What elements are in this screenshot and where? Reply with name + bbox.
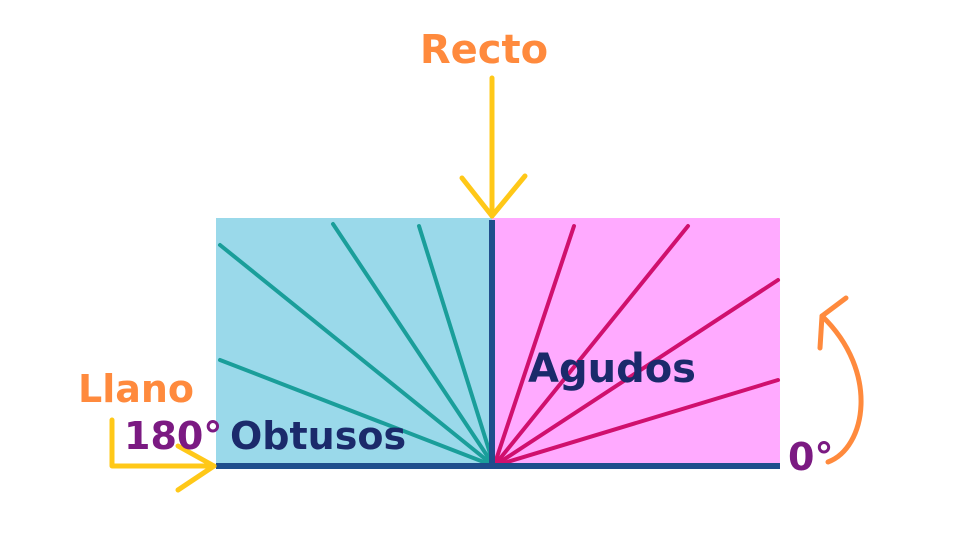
acute-ray: [492, 224, 690, 468]
acute-region: [492, 218, 780, 468]
obtuse-rays: [218, 222, 496, 468]
obtuse-label: Obtusos: [230, 414, 406, 458]
right-angle-arrow: [459, 75, 528, 219]
obtuse-ray: [331, 222, 496, 468]
acute-rays: [492, 224, 780, 468]
acute-ray: [492, 224, 576, 468]
rotation-arrow: [817, 295, 864, 465]
degree-180-label: 180°: [124, 414, 222, 458]
acute-ray: [492, 378, 780, 468]
obtuse-ray: [218, 243, 496, 468]
acute-ray: [492, 278, 780, 468]
straight-angle-label: Llano: [78, 367, 194, 411]
obtuse-ray: [417, 224, 496, 468]
degree-0-label: 0°: [788, 435, 833, 479]
acute-label: Agudos: [528, 346, 696, 392]
obtuse-ray: [218, 358, 496, 468]
straight-angle-arrow: [109, 417, 217, 493]
right-angle-label: Recto: [420, 27, 548, 73]
